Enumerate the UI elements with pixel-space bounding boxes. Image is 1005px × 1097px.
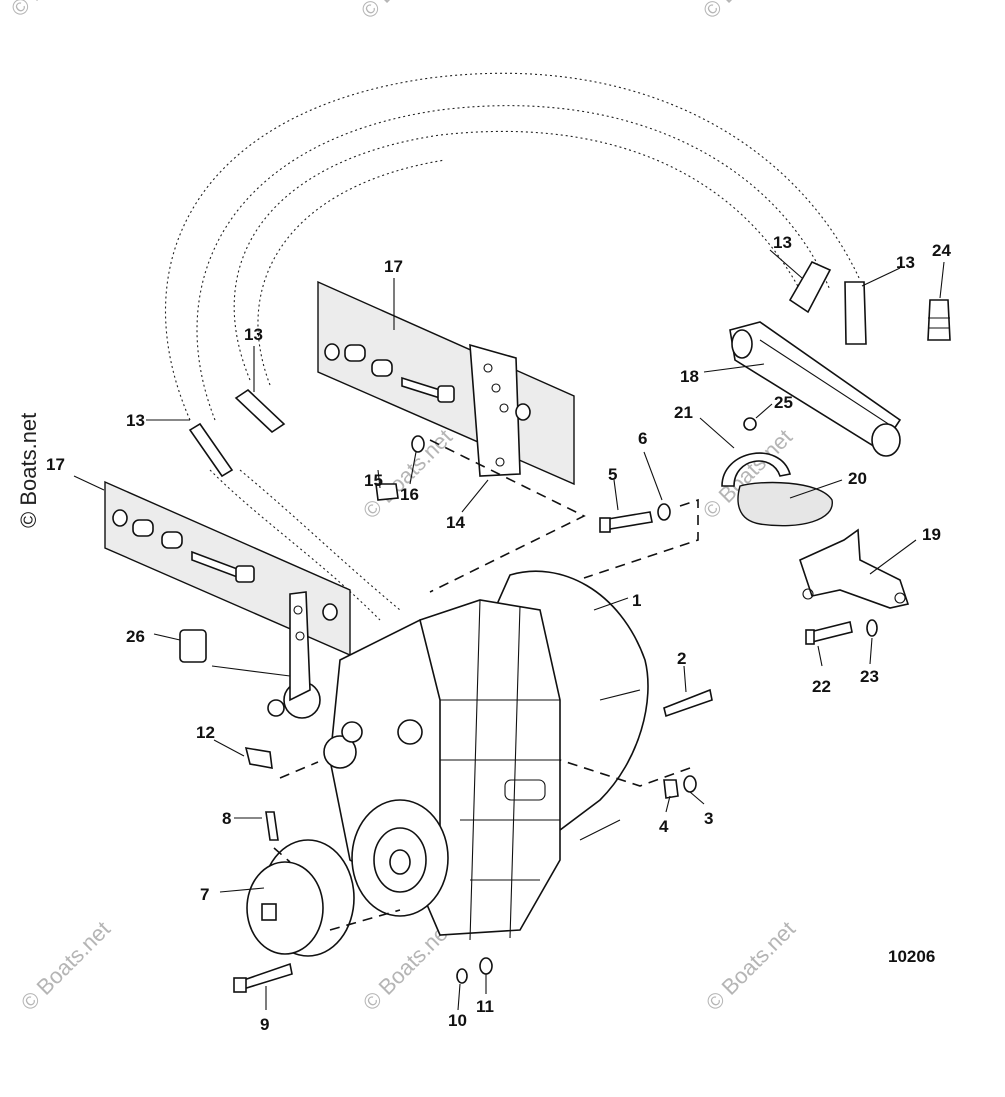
callout-11: 11 <box>476 997 494 1016</box>
cooler-tube <box>729 321 902 457</box>
callout-24: 24 <box>932 241 951 260</box>
callout-2: 2 <box>677 649 686 668</box>
callout-21: 21 <box>674 403 693 422</box>
callout-10: 10 <box>448 1011 467 1030</box>
watermark-top-left: © Boats.net <box>6 0 105 22</box>
hardware <box>179 417 878 993</box>
pressure-fitting-24 <box>927 299 951 341</box>
callout-19: 19 <box>922 525 941 544</box>
assembly-dashed-lines <box>273 439 699 931</box>
figure-number: 10206 <box>888 947 935 966</box>
callout-6: 6 <box>638 429 647 448</box>
callout-20: 20 <box>848 469 867 488</box>
callout-14: 14 <box>446 513 465 532</box>
fitting-kit-left <box>104 480 351 657</box>
callout-8: 8 <box>222 809 231 828</box>
callout-3: 3 <box>704 809 713 828</box>
callout-16: 16 <box>400 485 419 504</box>
watermark-bottom-right: © Boats.net <box>701 916 800 1015</box>
output-flange <box>246 839 355 957</box>
callout-13-left: 13 <box>126 411 145 430</box>
callout-7: 7 <box>200 885 209 904</box>
callout-25: 25 <box>774 393 793 412</box>
cooler-hoses <box>164 72 861 621</box>
callout-15: 15 <box>364 471 383 490</box>
callout-22: 22 <box>812 677 831 696</box>
callout-26: 26 <box>126 627 145 646</box>
fitting-kit-top <box>317 280 575 486</box>
watermark-top-center: © Boats.net <box>356 0 455 24</box>
callout-labels: 1 2 3 4 5 6 7 8 9 10 11 12 13 13 13 13 1… <box>46 233 951 1034</box>
callout-9: 9 <box>260 1015 269 1034</box>
callout-13-right-a: 13 <box>773 233 792 252</box>
callout-17-left: 17 <box>46 455 65 474</box>
callout-12: 12 <box>196 723 215 742</box>
watermark-top-right: © Boats.net <box>698 0 797 24</box>
hose-fittings <box>188 260 867 478</box>
watermark-vertical: © Boats.net <box>16 413 41 528</box>
callout-13-mid: 13 <box>244 325 263 344</box>
callout-5: 5 <box>608 465 617 484</box>
callout-17-top: 17 <box>384 257 403 276</box>
leader-lines <box>73 249 945 1011</box>
watermark-bottom-left: © Boats.net <box>16 916 115 1015</box>
callout-13-right-b: 13 <box>896 253 915 272</box>
mounting-bracket <box>267 591 311 717</box>
clamp-assembly <box>721 452 910 609</box>
callout-23: 23 <box>860 667 879 686</box>
transmission-housing <box>283 570 649 941</box>
callout-4: 4 <box>659 817 669 836</box>
callout-1: 1 <box>632 591 641 610</box>
callout-18: 18 <box>680 367 699 386</box>
